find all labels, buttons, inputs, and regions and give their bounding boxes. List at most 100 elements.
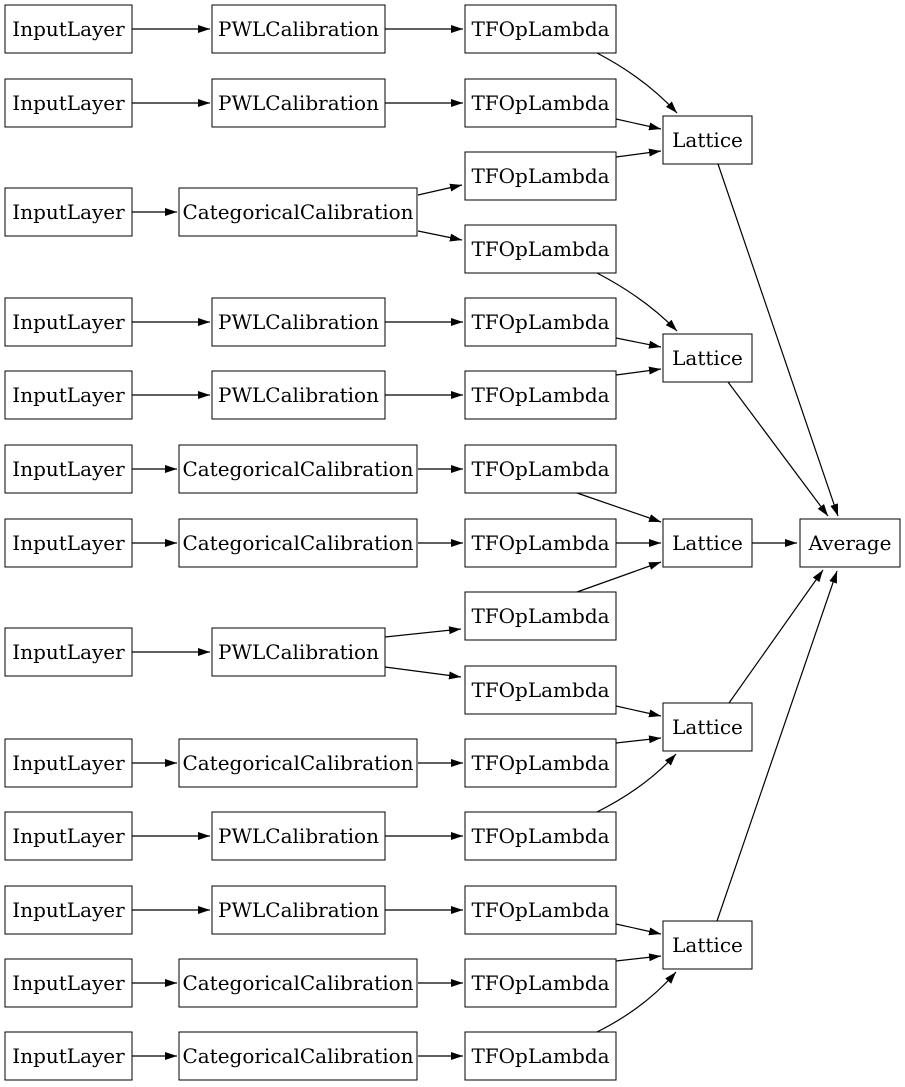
lambda-14-label: TFOpLambda [471, 971, 609, 995]
calib-13-box [178, 1031, 418, 1081]
calib-9-label: CategoricalCalibration [182, 751, 413, 775]
lattice-1-box [662, 115, 753, 165]
input-4-label: InputLayer [12, 310, 125, 334]
lattice-4-box [662, 702, 753, 752]
node-calib-4: PWLCalibration [211, 297, 386, 347]
node-input-8: InputLayer [4, 627, 133, 677]
node-lambda-6: TFOpLambda [464, 370, 617, 420]
node-lambda-3: TFOpLambda [464, 151, 617, 201]
calib-2-label: PWLCalibration [218, 91, 379, 115]
input-3-box [4, 187, 133, 237]
node-lambda-11: TFOpLambda [464, 738, 617, 788]
lambda-7-label: TFOpLambda [471, 457, 609, 481]
node-calib-6: CategoricalCalibration [178, 444, 418, 494]
calib-11-label: PWLCalibration [218, 898, 379, 922]
lambda-3-box [464, 151, 617, 201]
edge-lambda-7-to-lattice-3 [576, 492, 662, 523]
calib-11-box [211, 885, 386, 935]
lambda-7-box [464, 444, 617, 494]
calib-8-label: PWLCalibration [218, 640, 379, 664]
edge-lambda-10-to-lattice-4 [615, 705, 662, 718]
node-lambda-7: TFOpLambda [464, 444, 617, 494]
input-5-label: InputLayer [12, 383, 125, 407]
average-box [799, 518, 901, 568]
lambda-9-label: TFOpLambda [471, 604, 609, 628]
edge-lattice-2-to-average [727, 381, 829, 517]
node-lattice-3: Lattice [662, 518, 753, 568]
calib-12-label: CategoricalCalibration [182, 971, 413, 995]
input-7-label: InputLayer [12, 531, 125, 555]
edge-lambda-15-to-lattice-5 [596, 971, 677, 1033]
nodes-layer: InputLayerInputLayerInputLayerInputLayer… [4, 4, 901, 1081]
input-6-label: InputLayer [12, 457, 125, 481]
calib-3-box [178, 187, 418, 237]
lattice-4-label: Lattice [672, 715, 743, 739]
calib-5-box [211, 370, 386, 420]
input-9-box [4, 738, 133, 788]
node-lambda-13: TFOpLambda [464, 885, 617, 935]
edge-lattice-4-to-average [728, 569, 824, 704]
input-3-label: InputLayer [12, 200, 125, 224]
lambda-3-label: TFOpLambda [471, 164, 609, 188]
edge-lambda-6-to-lattice-2 [615, 366, 662, 376]
lattice-3-label: Lattice [672, 531, 743, 555]
node-input-7: InputLayer [4, 518, 133, 568]
calib-8-box [211, 627, 386, 677]
edge-lambda-1-to-lattice-1 [596, 52, 678, 114]
lattice-1-label: Lattice [672, 128, 743, 152]
lambda-11-label: TFOpLambda [471, 751, 609, 775]
lambda-9-box [464, 591, 617, 641]
node-calib-7: CategoricalCalibration [178, 518, 418, 568]
calib-4-label: PWLCalibration [218, 310, 379, 334]
edge-lattice-5-to-average [716, 570, 838, 922]
lambda-5-box [464, 297, 617, 347]
average-label: Average [808, 531, 892, 555]
calib-6-box [178, 444, 418, 494]
node-lambda-2: TFOpLambda [464, 78, 617, 128]
lambda-5-label: TFOpLambda [471, 310, 609, 334]
input-10-label: InputLayer [12, 824, 125, 848]
calib-1-box [211, 4, 386, 54]
input-2-box [4, 78, 133, 128]
edge-lattice-1-to-average [717, 163, 839, 517]
edge-lambda-13-to-lattice-5 [615, 923, 662, 936]
edge-calib-3-to-lambda-3 [417, 183, 463, 196]
node-calib-5: PWLCalibration [211, 370, 386, 420]
node-calib-11: PWLCalibration [211, 885, 386, 935]
lambda-8-box [464, 518, 617, 568]
input-5-box [4, 370, 133, 420]
node-input-6: InputLayer [4, 444, 133, 494]
input-2-label: InputLayer [12, 91, 125, 115]
input-11-label: InputLayer [12, 898, 125, 922]
lambda-13-box [464, 885, 617, 935]
edge-lambda-11-to-lattice-4 [615, 735, 662, 744]
lattice-5-label: Lattice [672, 933, 743, 957]
node-lambda-4: TFOpLambda [464, 224, 617, 274]
node-calib-1: PWLCalibration [211, 4, 386, 54]
calib-10-box [211, 811, 386, 861]
lattice-3-box [662, 518, 753, 568]
lattice-2-box [662, 333, 753, 383]
input-13-label: InputLayer [12, 1044, 125, 1068]
edge-calib-3-to-lambda-4 [417, 230, 463, 242]
node-input-5: InputLayer [4, 370, 133, 420]
lambda-15-box [464, 1031, 617, 1081]
node-calib-3: CategoricalCalibration [178, 187, 418, 237]
calib-1-label: PWLCalibration [218, 17, 379, 41]
node-calib-10: PWLCalibration [211, 811, 386, 861]
node-input-10: InputLayer [4, 811, 133, 861]
calib-12-box [178, 958, 418, 1008]
input-13-box [4, 1031, 133, 1081]
calib-10-label: PWLCalibration [218, 824, 379, 848]
node-calib-9: CategoricalCalibration [178, 738, 418, 788]
node-lambda-8: TFOpLambda [464, 518, 617, 568]
node-average: Average [799, 518, 901, 568]
lambda-10-label: TFOpLambda [471, 678, 609, 702]
edge-lambda-2-to-lattice-1 [615, 118, 662, 131]
edge-lambda-14-to-lattice-5 [615, 953, 662, 962]
edge-lambda-4-to-lattice-2 [596, 272, 678, 332]
node-lambda-5: TFOpLambda [464, 297, 617, 347]
node-input-3: InputLayer [4, 187, 133, 237]
